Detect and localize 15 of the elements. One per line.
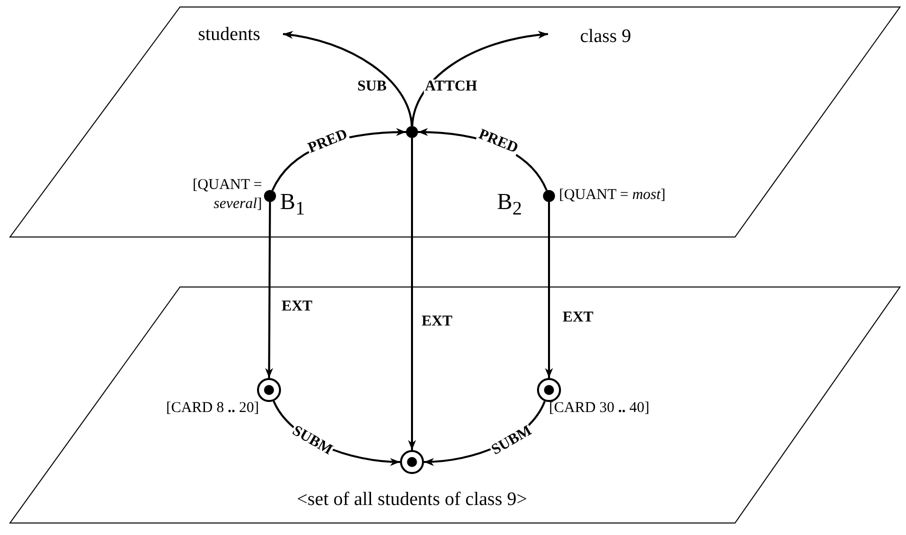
node-label: students xyxy=(198,25,260,44)
node-label: B$_{2}$ xyxy=(497,190,522,219)
arrow xyxy=(282,31,413,126)
set-caption: <set of all students of class 9> xyxy=(296,490,528,509)
edge-label: ATTCH xyxy=(424,80,478,94)
node-label: class 9 xyxy=(580,27,632,46)
feature-annotation: [QUANT = most] xyxy=(559,186,667,205)
arrow xyxy=(411,31,548,126)
arrow xyxy=(545,202,553,378)
feature-annotation: [QUANT = several] xyxy=(192,176,262,214)
arrow xyxy=(265,202,274,378)
feature-annotation: [CARD 30 .. 40] xyxy=(549,399,650,418)
node-label: B$_{1}$ xyxy=(280,190,305,219)
arrow xyxy=(408,138,416,450)
feature-annotation: [CARD 8 .. 20] xyxy=(165,399,259,418)
